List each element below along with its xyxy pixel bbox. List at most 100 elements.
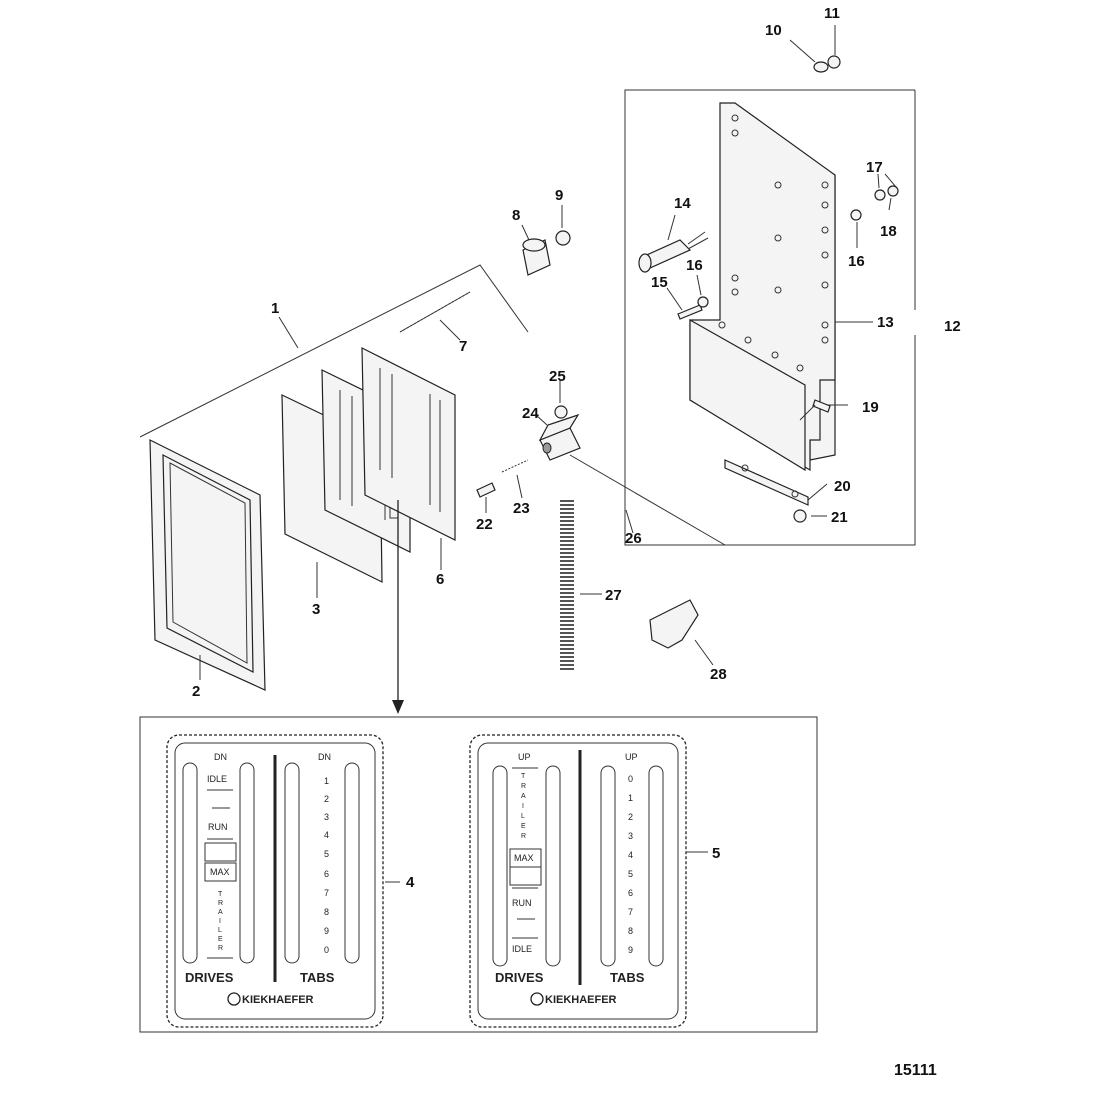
svg-text:7: 7 [324, 888, 329, 898]
nut-16a [697, 296, 709, 308]
callout-19: 19 [862, 399, 879, 416]
callout-4: 4 [406, 874, 415, 891]
bezel-2 [149, 439, 266, 691]
spring-7 [399, 291, 471, 333]
svg-text:9: 9 [324, 926, 329, 936]
svg-text:KIEKHAEFER: KIEKHAEFER [545, 994, 617, 1006]
nut-25 [554, 405, 568, 419]
callout-8: 8 [512, 207, 520, 224]
callout-13: 13 [877, 314, 894, 331]
svg-text:8: 8 [324, 907, 329, 917]
callout-22: 22 [476, 516, 493, 533]
svg-text:5: 5 [324, 849, 329, 859]
switch-14 [638, 231, 709, 273]
svg-text:5: 5 [628, 869, 633, 879]
nut-11 [827, 55, 841, 69]
p4-run: RUN [208, 822, 228, 832]
svg-text:6: 6 [324, 869, 329, 879]
callout-18: 18 [880, 223, 897, 240]
svg-text:6: 6 [628, 888, 633, 898]
spring-23 [501, 459, 529, 473]
callout-11: 11 [824, 5, 840, 22]
callout-17: 17 [866, 159, 883, 176]
callout-16a: 16 [686, 257, 703, 274]
callout-24: 24 [522, 405, 539, 422]
leader-lines [199, 25, 897, 883]
p4-drives-label: DRIVES [185, 970, 234, 985]
callout-7: 7 [459, 338, 467, 355]
svg-text:T: T [521, 773, 526, 780]
callout-3: 3 [312, 601, 320, 618]
callout-12: 12 [944, 318, 961, 335]
callout-23: 23 [513, 500, 530, 517]
nut-9 [555, 230, 571, 246]
pin-22 [476, 482, 496, 498]
washer-17 [874, 189, 886, 201]
svg-text:I: I [219, 918, 221, 925]
callout-25: 25 [549, 368, 566, 385]
nut-21 [793, 509, 807, 523]
callout-28: 28 [710, 666, 727, 683]
callout-27: 27 [605, 587, 622, 604]
callout-9: 9 [555, 187, 563, 204]
p4-tabs-scale: 1 2 3 4 5 6 7 8 9 0 [324, 776, 329, 955]
housing-outline [139, 264, 529, 438]
p5-trailer: T R A I L E R [521, 773, 526, 840]
svg-text:9: 9 [628, 945, 633, 955]
p4-drives-top: DN [214, 752, 227, 762]
svg-text:4: 4 [628, 850, 633, 860]
svg-text:L: L [218, 927, 222, 934]
svg-text:T: T [218, 891, 223, 898]
mounting-bracket [689, 102, 836, 472]
svg-text:I: I [522, 803, 524, 810]
svg-text:1: 1 [324, 776, 329, 786]
svg-text:1: 1 [628, 793, 633, 803]
backing-plate [724, 459, 809, 506]
callout-6: 6 [436, 571, 444, 588]
back-plate-6 [361, 347, 456, 541]
p4-max: MAX [210, 867, 230, 877]
svg-text:2: 2 [324, 794, 329, 804]
washer-10 [813, 61, 829, 73]
callout-14: 14 [674, 195, 691, 212]
svg-text:R: R [521, 783, 526, 790]
callout-15: 15 [651, 274, 668, 291]
cable-26 [569, 454, 726, 546]
svg-text:A: A [218, 909, 223, 916]
control-panel-4 [166, 734, 384, 1028]
svg-text:0: 0 [628, 774, 633, 784]
svg-text:R: R [218, 945, 223, 952]
block-24 [538, 413, 581, 461]
p5-run: RUN [512, 898, 532, 908]
p5-tabs-label: TABS [610, 970, 645, 985]
svg-text:L: L [521, 813, 525, 820]
bracket-assembly-box [624, 89, 916, 546]
p5-idle: IDLE [512, 944, 532, 954]
svg-text:R: R [521, 833, 526, 840]
nut-16b [850, 209, 862, 221]
p4-tabs-top: DN [318, 752, 331, 762]
p5-tabs-top: UP [625, 752, 638, 762]
callout-26: 26 [625, 530, 642, 547]
callout-20: 20 [834, 478, 851, 495]
svg-text:2: 2 [628, 812, 633, 822]
control-panel-5 [469, 734, 687, 1028]
p4-brand-logo: KIEKHAEFER [227, 992, 314, 1006]
svg-text:A: A [521, 793, 526, 800]
p4-tabs-label: TABS [300, 970, 335, 985]
svg-text:3: 3 [628, 831, 633, 841]
screw-15 [677, 304, 703, 320]
svg-text:E: E [218, 936, 223, 943]
callout-5: 5 [712, 845, 720, 862]
svg-text:R: R [218, 900, 223, 907]
screw-19 [799, 399, 831, 421]
callout-2: 2 [192, 683, 200, 700]
callout-16b: 16 [848, 253, 865, 270]
p4-idle: IDLE [207, 774, 227, 784]
svg-text:3: 3 [324, 812, 329, 822]
svg-text:4: 4 [324, 830, 329, 840]
callout-1: 1 [271, 300, 279, 317]
nut-18 [887, 185, 899, 197]
p5-drives-label: DRIVES [495, 970, 544, 985]
